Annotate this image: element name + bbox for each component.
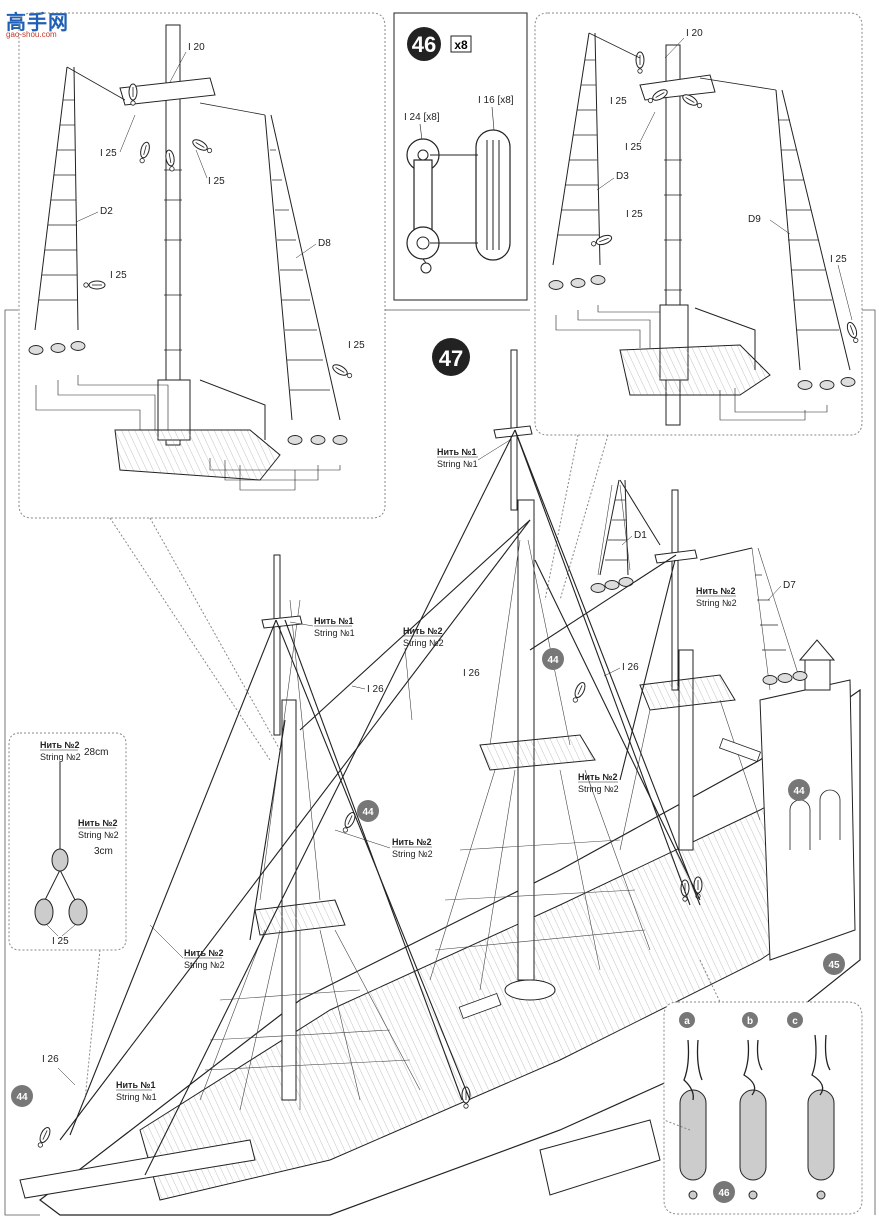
r-label-i25-b: I 25 bbox=[625, 142, 642, 153]
part-i16: I 16 [x8] bbox=[478, 95, 514, 106]
r-label-i20: I 20 bbox=[686, 28, 703, 39]
step-46-qty: x8 bbox=[454, 38, 468, 52]
string2-en-e: String №2 bbox=[184, 960, 225, 970]
tie-step-a: a bbox=[684, 1016, 690, 1027]
string1-ru-a: Нить №1 bbox=[437, 447, 477, 457]
badge-46: 46 bbox=[718, 1188, 730, 1199]
main-labels: Нить №1 String №1 Нить №1 String №1 Нить… bbox=[42, 439, 796, 1102]
label-i26-c: I 26 bbox=[622, 662, 639, 673]
string1-en-c: String №1 bbox=[116, 1092, 157, 1102]
tie-step-c: c bbox=[792, 1016, 798, 1027]
string2-en-d: String №2 bbox=[392, 849, 433, 859]
step-46-panel: 46 x8 I 24 [x8] I 16 [x8] bbox=[393, 12, 528, 301]
ship-main-view bbox=[19, 349, 861, 1216]
tie-steps-inset: a b c 46 bbox=[663, 1001, 863, 1215]
string2-ru-e: Нить №2 bbox=[184, 948, 224, 958]
watermark: 高手网 gao-shou.com bbox=[4, 6, 70, 40]
string2-ru-d: Нить №2 bbox=[392, 837, 432, 847]
label-i20: I 20 bbox=[188, 42, 205, 53]
inset-len-3: 3cm bbox=[94, 846, 113, 857]
r-label-i25-a: I 25 bbox=[610, 96, 627, 107]
string1-en-a: String №1 bbox=[437, 459, 478, 469]
string1-en-b: String №1 bbox=[314, 628, 355, 638]
string2-ru-a: Нить №2 bbox=[403, 626, 443, 636]
label-d8: D8 bbox=[318, 238, 331, 249]
string2-en-b: String №2 bbox=[696, 598, 737, 608]
label-i25-c: I 25 bbox=[110, 270, 127, 281]
label-i25-d: I 25 bbox=[348, 340, 365, 351]
step-47-number: 47 bbox=[439, 346, 463, 371]
watermark-url: gao-shou.com bbox=[6, 30, 57, 39]
detail-panel-right: I 20 I 25 I 25 D3 I 25 D9 I 25 bbox=[534, 12, 863, 436]
inset-len-28: 28cm bbox=[84, 747, 108, 758]
label-i25-b: I 25 bbox=[208, 176, 225, 187]
r-label-i25-d: I 25 bbox=[830, 254, 847, 265]
r-label-i25-c: I 25 bbox=[626, 209, 643, 220]
inset-string2-ru-b: Нить №2 bbox=[78, 818, 118, 828]
inset-string2-en-a: String №2 bbox=[40, 752, 81, 762]
badge-44-c: 44 bbox=[793, 786, 805, 797]
label-d2: D2 bbox=[100, 206, 113, 217]
r-label-d9: D9 bbox=[748, 214, 761, 225]
label-d1: D1 bbox=[634, 530, 647, 541]
label-i26-a: I 26 bbox=[367, 684, 384, 695]
string2-en-c: String №2 bbox=[578, 784, 619, 794]
label-i25-a: I 25 bbox=[100, 148, 117, 159]
string2-ru-c: Нить №2 bbox=[578, 772, 618, 782]
rigging-strings bbox=[59, 429, 701, 1176]
watermark-site: 高手网 bbox=[6, 10, 69, 34]
step-46-number: 46 bbox=[412, 32, 436, 57]
badge-44-b: 44 bbox=[362, 807, 374, 818]
detail-panel-left: I 20 I 25 I 25 D2 I 25 D8 I 25 bbox=[18, 12, 386, 519]
string2-en-a: String №2 bbox=[403, 638, 444, 648]
string1-ru-c: Нить №1 bbox=[116, 1080, 156, 1090]
inset-part-i25: I 25 bbox=[52, 936, 69, 947]
string2-ru-b: Нить №2 bbox=[696, 586, 736, 596]
badges: 44 44 44 44 45 bbox=[11, 648, 845, 1107]
part-i24: I 24 [x8] bbox=[404, 112, 440, 123]
label-i26-d: I 26 bbox=[42, 1054, 59, 1065]
badge-45: 45 bbox=[828, 960, 840, 971]
step-47-badge bbox=[432, 338, 470, 376]
string-inset: Нить №2 String №2 28cm Нить №2 String №2… bbox=[8, 732, 127, 951]
panel-connectors bbox=[109, 434, 609, 761]
label-i26-b: I 26 bbox=[463, 668, 480, 679]
inset-string2-en-b: String №2 bbox=[78, 830, 119, 840]
label-d7: D7 bbox=[783, 580, 796, 591]
badge-44-a: 44 bbox=[547, 655, 559, 666]
r-label-d3: D3 bbox=[616, 171, 629, 182]
string1-ru-b: Нить №1 bbox=[314, 616, 354, 626]
tie-step-b: b bbox=[747, 1016, 753, 1027]
inset-string2-ru-a: Нить №2 bbox=[40, 740, 80, 750]
badge-44-d: 44 bbox=[16, 1092, 28, 1103]
